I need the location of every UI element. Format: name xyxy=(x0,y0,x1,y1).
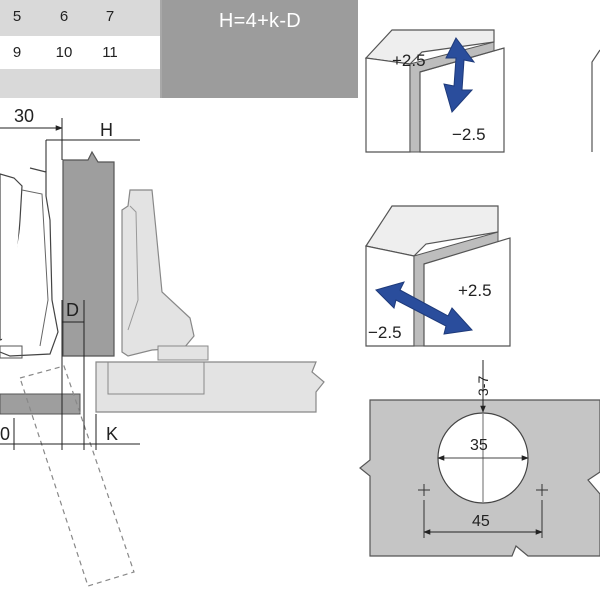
table-cell: 10 xyxy=(55,44,73,61)
table-cell: 6 xyxy=(59,8,69,25)
screw-mark-icon xyxy=(418,484,430,496)
dim-d-label: D xyxy=(66,300,79,320)
vertical-arrow-icon xyxy=(443,37,476,114)
table-row xyxy=(0,36,162,69)
frame-bar xyxy=(0,393,81,415)
depth-arrow-icon xyxy=(375,281,474,335)
table-row xyxy=(0,0,162,36)
vertical-adjustment: +2.5 −2.5 xyxy=(364,29,505,153)
drill-spacing-label: 45 xyxy=(472,513,490,530)
dim-zero-label: 0 xyxy=(0,424,10,444)
formula-text: H=4+k-D xyxy=(218,10,302,32)
depth-minus-label: −2.5 xyxy=(368,323,402,342)
depth-plus-label: +2.5 xyxy=(458,281,492,300)
drilling-pattern: 35 3-7 45 xyxy=(359,360,600,557)
vertical-plus-label: +2.5 xyxy=(392,51,426,70)
depth-adjustment: +2.5 −2.5 xyxy=(365,205,511,347)
door-panel xyxy=(62,150,115,357)
hinge-section: 30 H D 0 K xyxy=(0,106,325,587)
cabinet-side xyxy=(95,361,325,413)
drill-diameter-label: 35 xyxy=(470,437,488,454)
dim-h-label: H xyxy=(100,120,113,140)
dim-30-label: 30 xyxy=(14,106,34,126)
mounting-plate xyxy=(121,189,195,357)
table-cell: 7 xyxy=(105,8,115,25)
formula-panel: H=4+k-D xyxy=(162,0,358,98)
screw-mark-icon xyxy=(536,484,548,496)
plate-block xyxy=(157,345,209,361)
vertical-minus-label: −2.5 xyxy=(452,125,486,144)
dim-k-label: K xyxy=(106,424,118,444)
table-divider xyxy=(160,0,162,98)
spec-table: 5 6 7 9 10 11 xyxy=(0,0,162,98)
table-cell: 11 xyxy=(102,44,118,61)
drill-offset-label: 3-7 xyxy=(475,376,491,396)
table-cell: 5 xyxy=(12,8,22,25)
open-door-outline xyxy=(19,365,135,587)
table-row xyxy=(0,69,162,98)
partial-outline xyxy=(591,49,600,152)
table-cell: 9 xyxy=(12,44,22,61)
